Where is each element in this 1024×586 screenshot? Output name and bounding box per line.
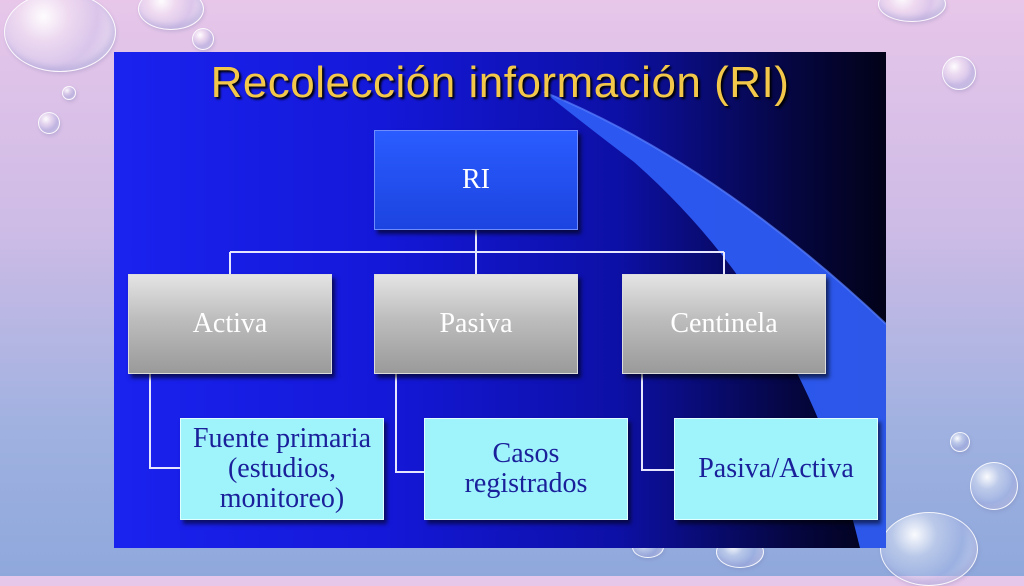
bubble-decoration: [942, 56, 976, 90]
leaf-node-pasiva-activa: Pasiva/Activa: [674, 418, 878, 520]
bubble-decoration: [62, 86, 76, 100]
bubble-decoration: [880, 512, 978, 586]
leaf-text-line: monitoreo): [219, 483, 345, 514]
leaf-node-casos-registrados: Casos registrados: [424, 418, 628, 520]
leaf-text-line: registrados: [464, 468, 588, 499]
leaf-text-line: Fuente primaria: [192, 423, 372, 454]
bubble-decoration: [878, 0, 946, 22]
bubble-decoration: [950, 432, 970, 452]
branch-node-activa: Activa: [128, 274, 332, 374]
branch-node-centinela: Centinela: [622, 274, 826, 374]
bubble-decoration: [970, 462, 1018, 510]
leaf-text-line: Casos: [492, 438, 560, 469]
leaf-text-line: Pasiva/Activa: [698, 453, 854, 484]
leaf-node-fuente-primaria: Fuente primaria (estudios, monitoreo): [180, 418, 384, 520]
bubble-decoration: [4, 0, 116, 72]
bubble-decoration: [192, 28, 214, 50]
bubble-decoration: [138, 0, 204, 30]
slide-panel: Recolección información (RI) RI Activa P…: [114, 52, 886, 548]
slide-title: Recolección información (RI): [210, 58, 790, 107]
bubble-decoration: [38, 112, 60, 134]
root-node-ri: RI: [374, 130, 578, 230]
leaf-text-line: (estudios,: [227, 453, 337, 484]
branch-node-pasiva: Pasiva: [374, 274, 578, 374]
